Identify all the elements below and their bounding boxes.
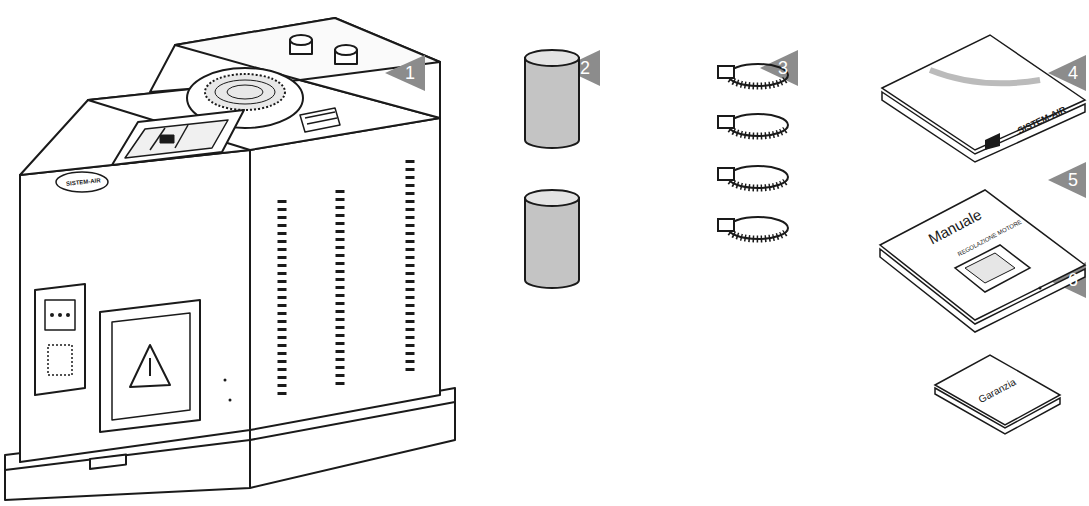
callout-number: 1 (405, 64, 415, 82)
front-panel (35, 284, 85, 395)
machine-front (20, 150, 250, 462)
callout-number: 5 (1068, 171, 1078, 189)
hose-clamps (718, 64, 788, 239)
manual-5 (880, 190, 1085, 332)
callout-number: 2 (580, 59, 590, 77)
control-panel (112, 110, 244, 165)
tubes (525, 50, 579, 288)
callout-number: 6 (1068, 271, 1078, 289)
machine-logo (56, 172, 108, 192)
machine-side (250, 118, 440, 430)
callout-number: 4 (1068, 64, 1078, 82)
electrical-box (100, 300, 200, 432)
manual-6 (935, 355, 1060, 434)
callout-number: 3 (778, 59, 788, 77)
manual-4 (882, 35, 1085, 162)
